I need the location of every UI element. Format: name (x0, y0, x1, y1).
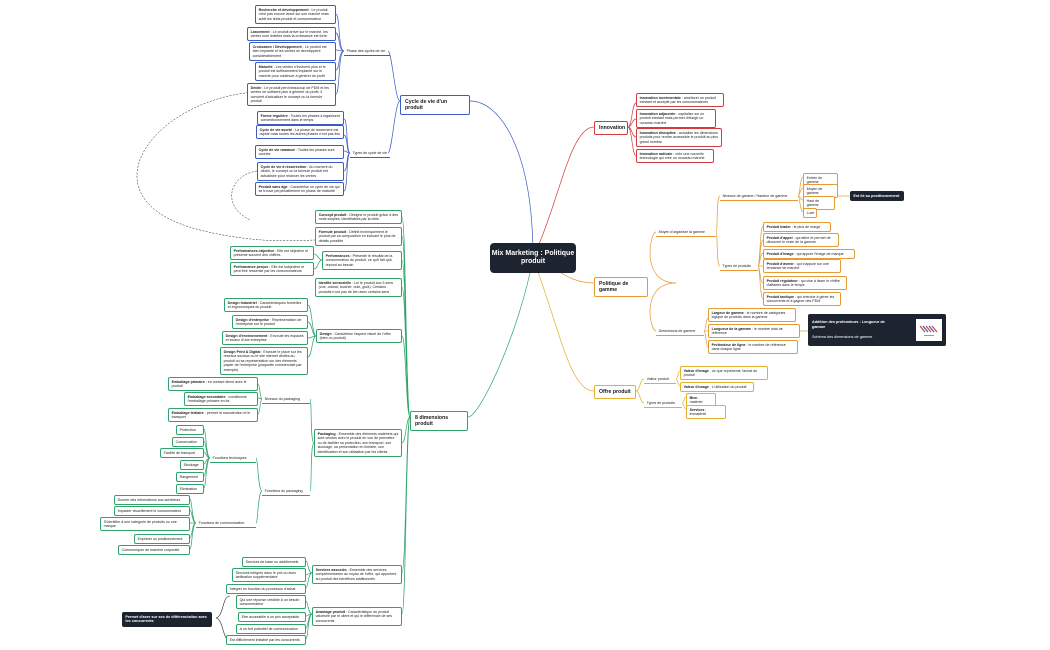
branch-8-dimensions[interactable]: 8 dimensions produit (410, 411, 468, 431)
valeur-usage[interactable]: Valeur d'usage : L'utilisation du produi… (680, 382, 754, 392)
phase-rd[interactable]: Recherche et développement : Le produit … (255, 5, 336, 24)
innovation-radicale[interactable]: Innovation radicale : crée une nouvelle … (636, 149, 714, 164)
design-environnement[interactable]: Design d'environnement : Envoute les esp… (222, 331, 308, 346)
identite-sensorielle[interactable]: Identité sensorielle : Lie le produit au… (315, 278, 402, 297)
performances[interactable]: Performances : Présente le résultat de l… (322, 251, 402, 270)
packaging[interactable]: Packaging : Ensemble des éléments matéri… (314, 429, 402, 457)
type-avorte[interactable]: Cycle de vie avorté : La phase de lancem… (256, 125, 344, 140)
type-ramasse[interactable]: Cycle de vie ramassé : Toutes les phases… (255, 145, 344, 160)
schema-thumbnail-icon[interactable] (916, 319, 942, 341)
niveau-entree[interactable]: Entrée de gamme (803, 173, 838, 188)
branch-cycle-de-vie[interactable]: Cycle de vie d'un produit (400, 95, 470, 115)
type-services[interactable]: Services : immatériel (686, 405, 726, 420)
fonctions-techniques-label[interactable]: Fonctions techniques (210, 454, 256, 463)
avantage-communication[interactable]: A un fort potentiel de communication (236, 624, 306, 634)
phase-maturite[interactable]: Maturité : Les ventes n'évoluent plus et… (255, 62, 336, 81)
performance-objective[interactable]: Performances objective : Elle est object… (230, 246, 314, 261)
avantage-reponse[interactable]: Qui une réponse crédible à un besoin con… (236, 595, 306, 610)
avantage-produit[interactable]: Avantage produit : Caractéristique du pr… (312, 607, 402, 626)
phases-label[interactable]: Phase des cycles de vie (344, 47, 390, 56)
com-identifier[interactable]: S'identifier à une catégorie de produits… (100, 517, 190, 532)
gamme-moyen-label[interactable]: Moyen d'organiser la gamme (656, 228, 716, 237)
branch-innovation[interactable]: Innovation (594, 121, 628, 135)
niveau-moyen[interactable]: Moyen de gamme (803, 184, 838, 199)
positionnement-note[interactable]: Est lié au positionnement (850, 191, 904, 201)
com-informations[interactable]: Donner des informations aux acheteurs (114, 495, 190, 505)
largeur-gamme[interactable]: Largeur de gamme : le nombre de catégori… (708, 308, 796, 323)
type-forme-reguliere[interactable]: Forme régulière : Toutes les phases s'or… (257, 111, 344, 126)
com-corporate[interactable]: Communiquer de manière corporate (118, 545, 190, 555)
type-sans-age[interactable]: Produit sans âge : Caractérise un cycle … (255, 182, 344, 197)
phase-croissance[interactable]: Croissance / Développement : Le produit … (249, 42, 336, 61)
niveaux-packaging-label[interactable]: Niveaux du packaging (262, 395, 310, 404)
fonction-protection[interactable]: Protection (176, 425, 204, 435)
services-base[interactable]: Services de base ou additionnels (242, 557, 306, 567)
fonction-stockage[interactable]: Stockage (180, 460, 204, 470)
performance-percue[interactable]: Performance perçue : Elle est subjective… (230, 262, 314, 277)
phase-lancement[interactable]: Lancement : Le produit arrive sur le mar… (247, 27, 336, 42)
design-print-digital[interactable]: Design Print & Digital : Envoute le plac… (220, 347, 308, 375)
services-associes[interactable]: Services associés : Ensemble des service… (312, 565, 402, 584)
fonction-conservation[interactable]: Conservation (172, 437, 204, 447)
innovation-adjacente[interactable]: Innovation adjacente : capitalise sur un… (636, 109, 716, 128)
concept-produit[interactable]: Concept produit : Désigne le produit grâ… (315, 210, 402, 225)
phase-declin[interactable]: Déclin : Le produit perd beaucoup de PDM… (247, 83, 336, 107)
produit-regulateur[interactable]: Produit régulateur : qui vise à lisser l… (763, 276, 847, 291)
profondeur-ligne[interactable]: Profondeur de ligne : le nombre de référ… (708, 340, 798, 355)
offre-types-label[interactable]: Types de produits (644, 399, 682, 408)
niveau-luxe[interactable]: Luxe (803, 208, 817, 218)
branch-offre-produit[interactable]: Offre produit (594, 385, 636, 399)
gamme-types-label[interactable]: Types de produits (720, 262, 758, 271)
avantage-prix[interactable]: Etre accessible à un prix acceptable (238, 612, 306, 622)
gamme-dimensions-label[interactable]: Dimensions de gamme (656, 327, 704, 336)
types-cycle-label[interactable]: Types de cycle de vie (350, 149, 390, 158)
produit-avenir[interactable]: Produit d'avenir : qui s'appuie sur une … (763, 259, 841, 274)
type-resurrection[interactable]: Cycle de vie à résurrection : Au moment … (257, 162, 344, 181)
com-impacter[interactable]: Impacter visuellement le consommateur (114, 506, 190, 516)
com-positionnement[interactable]: Exprimer un positionnement (134, 534, 190, 544)
produit-appel[interactable]: Produit d'appel : qui attire et permet d… (763, 233, 839, 248)
emballage-primaire[interactable]: Emballage primaire : en contact direct a… (168, 377, 258, 392)
innovation-incrementale[interactable]: Innovation incrémentale : améliorer un p… (636, 93, 724, 108)
avantage-inimitable[interactable]: Est difficilement imitable par les concu… (226, 635, 306, 645)
services-processus[interactable]: Intégrer en fonction du processus d'acha… (226, 584, 306, 594)
produit-leader[interactable]: Produit leader : le plus de marge (763, 222, 831, 232)
innovation-disruptive[interactable]: Innovation disruptive : actualise les di… (636, 128, 722, 147)
produit-image[interactable]: Produit d'image : qui appuie l'image de … (763, 249, 855, 259)
fonctions-packaging-label[interactable]: Fonctions du packaging (262, 487, 310, 496)
valeur-produit-label[interactable]: Valeur produit (644, 375, 676, 384)
valeur-image[interactable]: Valeur d'image : ce que représente l'ach… (680, 366, 768, 381)
fonction-transport[interactable]: Facilité de transport (160, 448, 204, 458)
fonctions-communication-label[interactable]: Fonctions de communication (196, 519, 256, 528)
design-entreprise[interactable]: Design d'entreprise : Représentation de … (232, 315, 308, 330)
formule-produit[interactable]: Formule produit : Définit techniquement … (315, 227, 402, 246)
schema-box[interactable]: Addition des profondeurs : Longueur de g… (808, 314, 946, 346)
services-integres[interactable]: Services intégrés dans le prix ou avec t… (232, 568, 306, 583)
central-topic[interactable]: Mix Marketing : Politique produit (490, 243, 576, 273)
niveau-haut[interactable]: Haut de gamme (803, 196, 835, 211)
fonction-elimination[interactable]: Elimination (176, 484, 204, 494)
addition-text: Addition des profondeurs : Longueur de g… (812, 320, 885, 329)
longueur-gamme[interactable]: Longueur de la gamme : le nombre total d… (708, 324, 800, 339)
emballage-secondaire[interactable]: Emballage secondaire : conditionne l'emb… (184, 392, 258, 407)
branch-politique-gamme[interactable]: Politique de gamme (594, 277, 648, 297)
schema-text: Schéma des dimensions de gamme (812, 335, 873, 339)
fonction-rangement[interactable]: Rangement (176, 472, 204, 482)
emballage-tertiaire[interactable]: Emballage tertiaire : permet la manutent… (168, 408, 258, 423)
gamme-niveaux-label[interactable]: Niveaux de gamme / Hauteur de gamme (720, 192, 798, 201)
differenciation-note[interactable]: Permet d'axer sur ses de différenciation… (122, 612, 212, 627)
design-industriel[interactable]: Design Industriel : Caractéristiques for… (224, 298, 308, 313)
design[interactable]: Design : Caractérise l'aspect visuel de … (316, 329, 402, 344)
produit-tactique[interactable]: Produit tactique : qui cherche à gêner l… (763, 292, 841, 307)
